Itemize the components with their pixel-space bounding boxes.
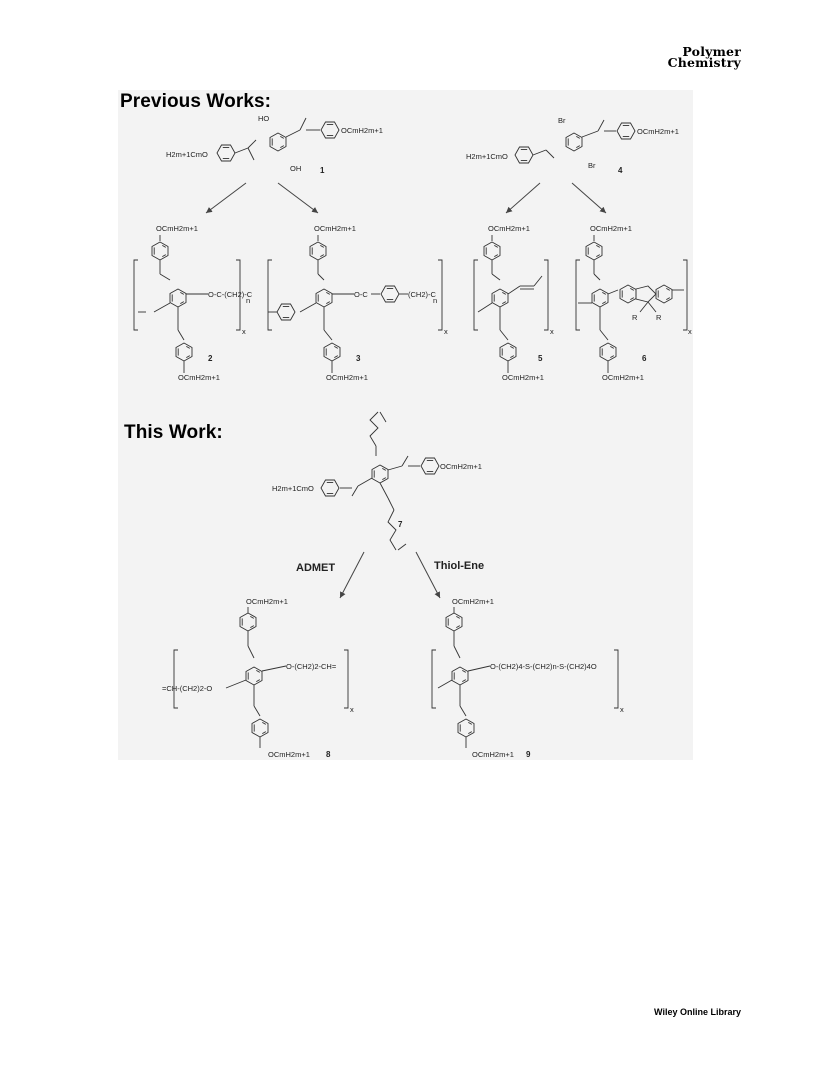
scheme-figure: Previous Works: This Work: H2m+1CmO [118,90,693,760]
journal-title: Polymer Chemistry [667,44,741,70]
alkoxy-label-2-bottom: OCmH2m+1 [178,373,220,382]
compound-number-1: 1 [320,166,325,175]
compound-number-5: 5 [538,354,543,363]
alkoxy-right-label: OCmH2m+1 [341,126,383,135]
alkoxy-label-5-bottom: OCmH2m+1 [502,373,544,382]
n-subscript-3: n [433,296,437,305]
compound-7-structure: OCmH2m+1 H2m+1CmO 7 [272,411,482,551]
r-label-a: R [632,313,638,322]
compound-number-6: 6 [642,354,647,363]
compound-2-structure: OCmH2m+1 O-C-(CH2)-C n OCmH2m+1 x 2 [133,224,253,382]
alkoxy-label-9-top: OCmH2m+1 [452,597,494,606]
compound-number-4: 4 [618,166,623,175]
compound-8-structure: OCmH2m+1 O-(CH2)2-CH= =CH-(CH2)2-O OCmH2… [162,597,354,759]
alkoxy-label-3-top: OCmH2m+1 [314,224,356,233]
compound-9-structure: OCmH2m+1 O-(CH2)4-S-(CH2)n-S-(CH2)4O OCm… [431,597,624,759]
alkoxy-right-label-7: OCmH2m+1 [440,462,482,471]
alkoxy-left-label-4: H2m+1CmO [466,152,508,161]
alkoxy-left-label-7: H2m+1CmO [272,484,314,493]
compound-number-3: 3 [356,354,361,363]
arrow-thiol-ene [415,551,441,599]
compound-number-7: 7 [398,520,403,529]
compound-3-structure: OCmH2m+1 O-C (CH2)-C n OCmH2m+1 x 3 [267,224,448,382]
arrow-4-to-5 [505,182,541,214]
previous-works-heading: Previous Works: [120,91,272,112]
this-work-heading: This Work: [124,422,223,443]
compound-5-structure: OCmH2m+1 OCmH2m+1 x 5 [473,224,554,382]
compound-1-structure: H2m+1CmO OCmH2m+1 HO OH 1 [166,114,383,175]
x-subscript-2: x [242,327,246,336]
alkoxy-label-6-bottom: OCmH2m+1 [602,373,644,382]
alkoxy-right-label-4: OCmH2m+1 [637,127,679,136]
publisher-footer: Wiley Online Library [654,1007,741,1017]
r-label-b: R [656,313,662,322]
alkoxy-label-3-bottom: OCmH2m+1 [326,373,368,382]
bromo-label-top: Br [558,116,566,125]
compound-number-8: 8 [326,750,331,759]
compound-number-9: 9 [526,750,531,759]
alkoxy-label-9-bottom: OCmH2m+1 [472,750,514,759]
scheme-drawing: H2m+1CmO OCmH2m+1 HO OH 1 OCmH2m+1 [133,114,692,759]
alkoxy-label-8-bottom: OCmH2m+1 [268,750,310,759]
hydroxy-label-top: HO [258,114,269,123]
compound-4-structure: H2m+1CmO OCmH2m+1 Br Br 4 [466,116,679,175]
arrow-1-to-2 [205,182,247,214]
x-subscript-5: x [550,327,554,336]
compound-number-2: 2 [208,354,213,363]
journal-title-line2: Chemistry [667,55,741,70]
admet-label: ADMET [296,562,335,574]
x-subscript-3: x [444,327,448,336]
admet-chain-right: O-(CH2)2-CH= [286,662,337,671]
x-subscript-8: x [350,705,354,714]
alkoxy-label-5-top: OCmH2m+1 [488,224,530,233]
chain-label-3b: (CH2)-C [408,290,436,299]
arrow-1-to-3 [277,182,319,214]
admet-chain-left: =CH-(CH2)2-O [162,684,212,693]
thiol-ene-label: Thiol-Ene [434,560,484,572]
alkoxy-label-2-top: OCmH2m+1 [156,224,198,233]
arrow-admet [339,551,365,599]
journal-title-line1: Polymer [682,44,741,59]
alkoxy-label-6-top: OCmH2m+1 [590,224,632,233]
x-subscript-6: x [688,327,692,336]
bromo-label-bottom: Br [588,161,596,170]
hydroxy-label-bottom: OH [290,164,301,173]
thiol-chain: O-(CH2)4-S-(CH2)n-S-(CH2)4O [490,662,597,671]
alkoxy-label-8-top: OCmH2m+1 [246,597,288,606]
alkoxy-left-label: H2m+1CmO [166,150,208,159]
chain-label-3: O-C [354,290,368,299]
x-subscript-9: x [620,705,624,714]
arrow-4-to-6 [571,182,607,214]
chain-label-2: O-C-(CH2)-C [208,290,253,299]
compound-6-structure: OCmH2m+1 R R OCmH2m+1 x 6 [575,224,692,382]
n-subscript-2: n [246,296,250,305]
